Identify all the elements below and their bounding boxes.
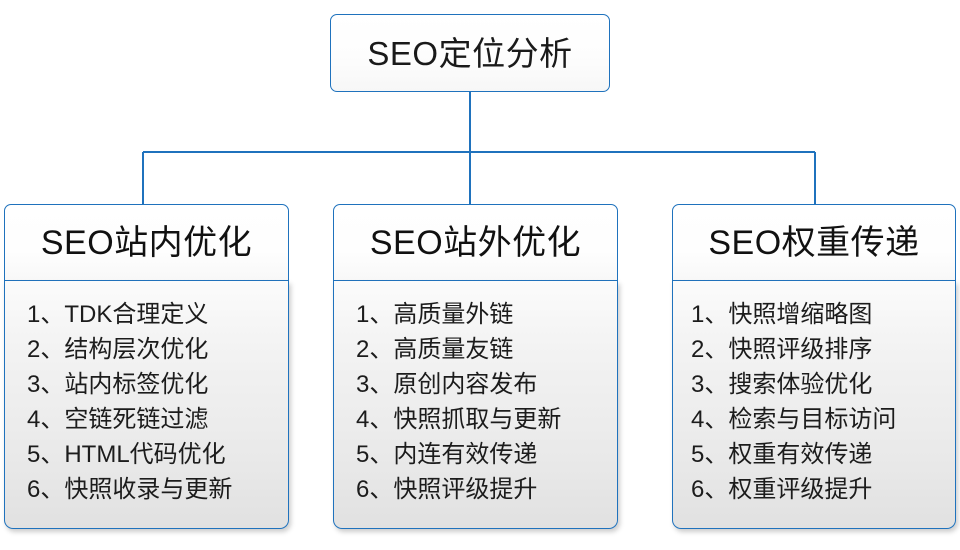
branch-header-label-2: SEO站外优化 xyxy=(369,223,582,262)
branch-item-list-3: 1、快照增缩略图 2、快照评级排序 3、搜索体验优化 4、检索与目标访问 5、权… xyxy=(673,297,955,507)
branch-item-list-2: 1、高质量外链 2、高质量友链 3、原创内容发布 4、快照抓取与更新 5、内连有… xyxy=(334,297,617,507)
list-item: 2、高质量友链 xyxy=(356,336,514,363)
branch-header-3[interactable]: SEO权重传递 xyxy=(672,204,956,281)
list-item: 2、结构层次优化 xyxy=(27,336,209,363)
branch-header-label-1: SEO站内优化 xyxy=(40,223,253,262)
list-item: 1、快照增缩略图 xyxy=(691,301,873,328)
branch-column-3: SEO权重传递 1、快照增缩略图 2、快照评级排序 3、搜索体验优化 4、检索与… xyxy=(672,204,956,529)
branch-column-1: SEO站内优化 1、TDK合理定义 2、结构层次优化 3、站内标签优化 4、空链… xyxy=(4,204,289,529)
branch-body-1: 1、TDK合理定义 2、结构层次优化 3、站内标签优化 4、空链死链过滤 5、H… xyxy=(4,281,289,529)
list-item: 5、内连有效传递 xyxy=(356,441,538,468)
list-item: 4、空链死链过滤 xyxy=(27,406,209,433)
root-node[interactable]: SEO定位分析 xyxy=(330,14,610,92)
list-item: 4、快照抓取与更新 xyxy=(356,406,562,433)
list-item: 1、高质量外链 xyxy=(356,301,514,328)
branch-header-label-3: SEO权重传递 xyxy=(708,223,920,262)
branch-body-3: 1、快照增缩略图 2、快照评级排序 3、搜索体验优化 4、检索与目标访问 5、权… xyxy=(672,281,956,529)
list-item: 3、原创内容发布 xyxy=(356,371,538,398)
list-item: 2、快照评级排序 xyxy=(691,336,873,363)
branch-column-2: SEO站外优化 1、高质量外链 2、高质量友链 3、原创内容发布 4、快照抓取与… xyxy=(333,204,618,529)
list-item: 5、HTML代码优化 xyxy=(27,441,226,468)
branch-header-1[interactable]: SEO站内优化 xyxy=(4,204,289,281)
list-item: 6、快照评级提升 xyxy=(356,476,538,503)
list-item: 6、权重评级提升 xyxy=(691,476,873,503)
branch-body-2: 1、高质量外链 2、高质量友链 3、原创内容发布 4、快照抓取与更新 5、内连有… xyxy=(333,281,618,529)
list-item: 1、TDK合理定义 xyxy=(27,301,209,328)
list-item: 3、搜索体验优化 xyxy=(691,371,873,398)
list-item: 4、检索与目标访问 xyxy=(691,406,897,433)
list-item: 6、快照收录与更新 xyxy=(27,476,233,503)
list-item: 3、站内标签优化 xyxy=(27,371,209,398)
branch-item-list-1: 1、TDK合理定义 2、结构层次优化 3、站内标签优化 4、空链死链过滤 5、H… xyxy=(5,297,288,507)
list-item: 5、权重有效传递 xyxy=(691,441,873,468)
branch-header-2[interactable]: SEO站外优化 xyxy=(333,204,618,281)
root-node-title: SEO定位分析 xyxy=(367,34,573,72)
